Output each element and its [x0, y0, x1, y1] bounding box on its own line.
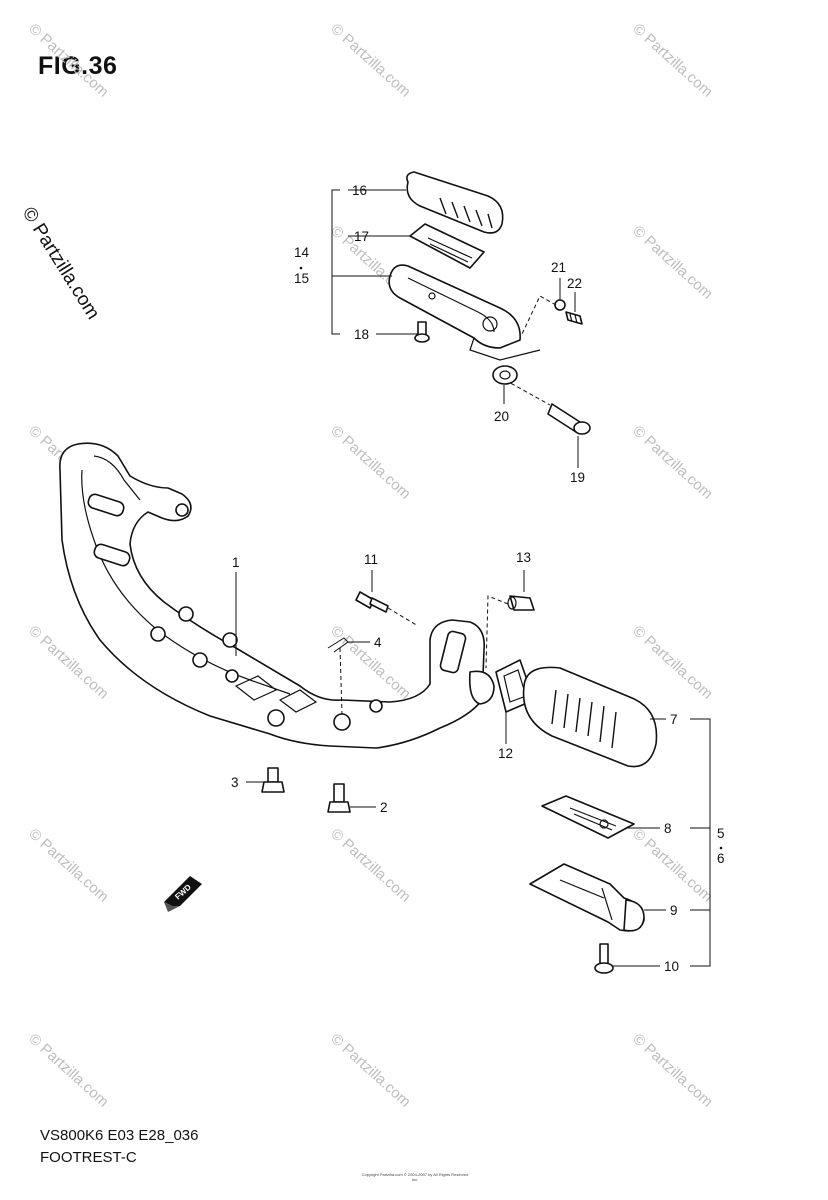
- watermark: © Partzilla.com: [629, 20, 715, 100]
- fwd-arrow-icon: FWD: [164, 876, 202, 912]
- section-title: FOOTREST-C: [40, 1149, 137, 1166]
- label-1: 1: [232, 555, 240, 570]
- part-21-nut: [554, 299, 566, 311]
- label-13: 13: [516, 550, 531, 565]
- label-12: 12: [498, 746, 513, 761]
- part-20-washer: [492, 365, 518, 385]
- part-13-nut: [507, 595, 535, 611]
- part-7-footrest-rubber: [522, 666, 658, 768]
- label-4: 4: [374, 635, 382, 650]
- part-16-footrest-rubber: [406, 171, 504, 234]
- watermark: © Partzilla.com: [327, 422, 413, 502]
- watermark: © Partzilla.com: [327, 825, 413, 905]
- label-21: 21: [551, 260, 566, 275]
- part-14-15-footrest: [388, 264, 541, 361]
- watermark: © Partzilla.com: [327, 20, 413, 100]
- part-8-plate: [541, 795, 635, 839]
- label-14: 14: [294, 245, 310, 260]
- dashed-line: [504, 379, 551, 406]
- label-8: 8: [664, 821, 672, 836]
- label-20: 20: [494, 409, 509, 424]
- label-19: 19: [570, 470, 585, 485]
- label-2: 2: [380, 800, 388, 815]
- part-3-bolt: [261, 767, 285, 793]
- watermark: © Partzilla.com: [629, 1030, 715, 1110]
- watermark: © Partzilla.com: [629, 422, 715, 502]
- vertical-watermark: © Partzilla.com: [18, 204, 104, 324]
- watermark: © Partzilla.com: [629, 622, 715, 702]
- label-17: 17: [354, 229, 369, 244]
- part-11-bolt: [355, 591, 389, 613]
- label-5: 5: [717, 826, 725, 841]
- label-separator-dot: [719, 846, 723, 850]
- part-labels: 16 17 14 15 18 21 22 20 19 1 11 13 4 12 …: [231, 183, 725, 974]
- watermark: © Partzilla.com: [629, 825, 715, 905]
- label-18: 18: [354, 327, 369, 342]
- part-1-footrest-bracket: [59, 442, 495, 749]
- label-9: 9: [670, 903, 678, 918]
- leader-lines: [235, 189, 711, 967]
- label-10: 10: [664, 959, 679, 974]
- label-16: 16: [352, 183, 367, 198]
- part-22-spring: [565, 311, 583, 325]
- watermark: © Partzilla.com: [25, 20, 111, 100]
- copyright-notice: Copyright Partzilla.com © 2004-2007 by A…: [361, 1172, 469, 1182]
- watermark: © Partzilla.com: [629, 222, 715, 302]
- part-17-plate: [409, 223, 485, 269]
- part-10-screw: [594, 943, 614, 974]
- label-separator-dot: [299, 266, 303, 270]
- part-19-pin: [547, 403, 591, 435]
- label-22: 22: [567, 276, 582, 291]
- diagram-code: VS800K6 E03 E28_036: [40, 1127, 199, 1144]
- part-4-cotter-pin: [327, 637, 349, 653]
- part-2-bolt: [327, 783, 351, 813]
- dashed-line: [485, 595, 509, 669]
- part-18-screw: [414, 321, 430, 343]
- part-9-footrest: [529, 863, 645, 932]
- dashed-line: [387, 607, 419, 627]
- label-15: 15: [294, 271, 309, 286]
- label-3: 3: [231, 775, 239, 790]
- dashed-line: [521, 295, 557, 335]
- label-6: 6: [717, 851, 725, 866]
- label-7: 7: [670, 712, 678, 727]
- watermark: © Partzilla.com: [327, 1030, 413, 1110]
- watermark: © Partzilla.com: [25, 1030, 111, 1110]
- label-11: 11: [364, 552, 378, 567]
- figure-title: FIG.36: [38, 52, 118, 80]
- watermark: © Partzilla.com: [25, 825, 111, 905]
